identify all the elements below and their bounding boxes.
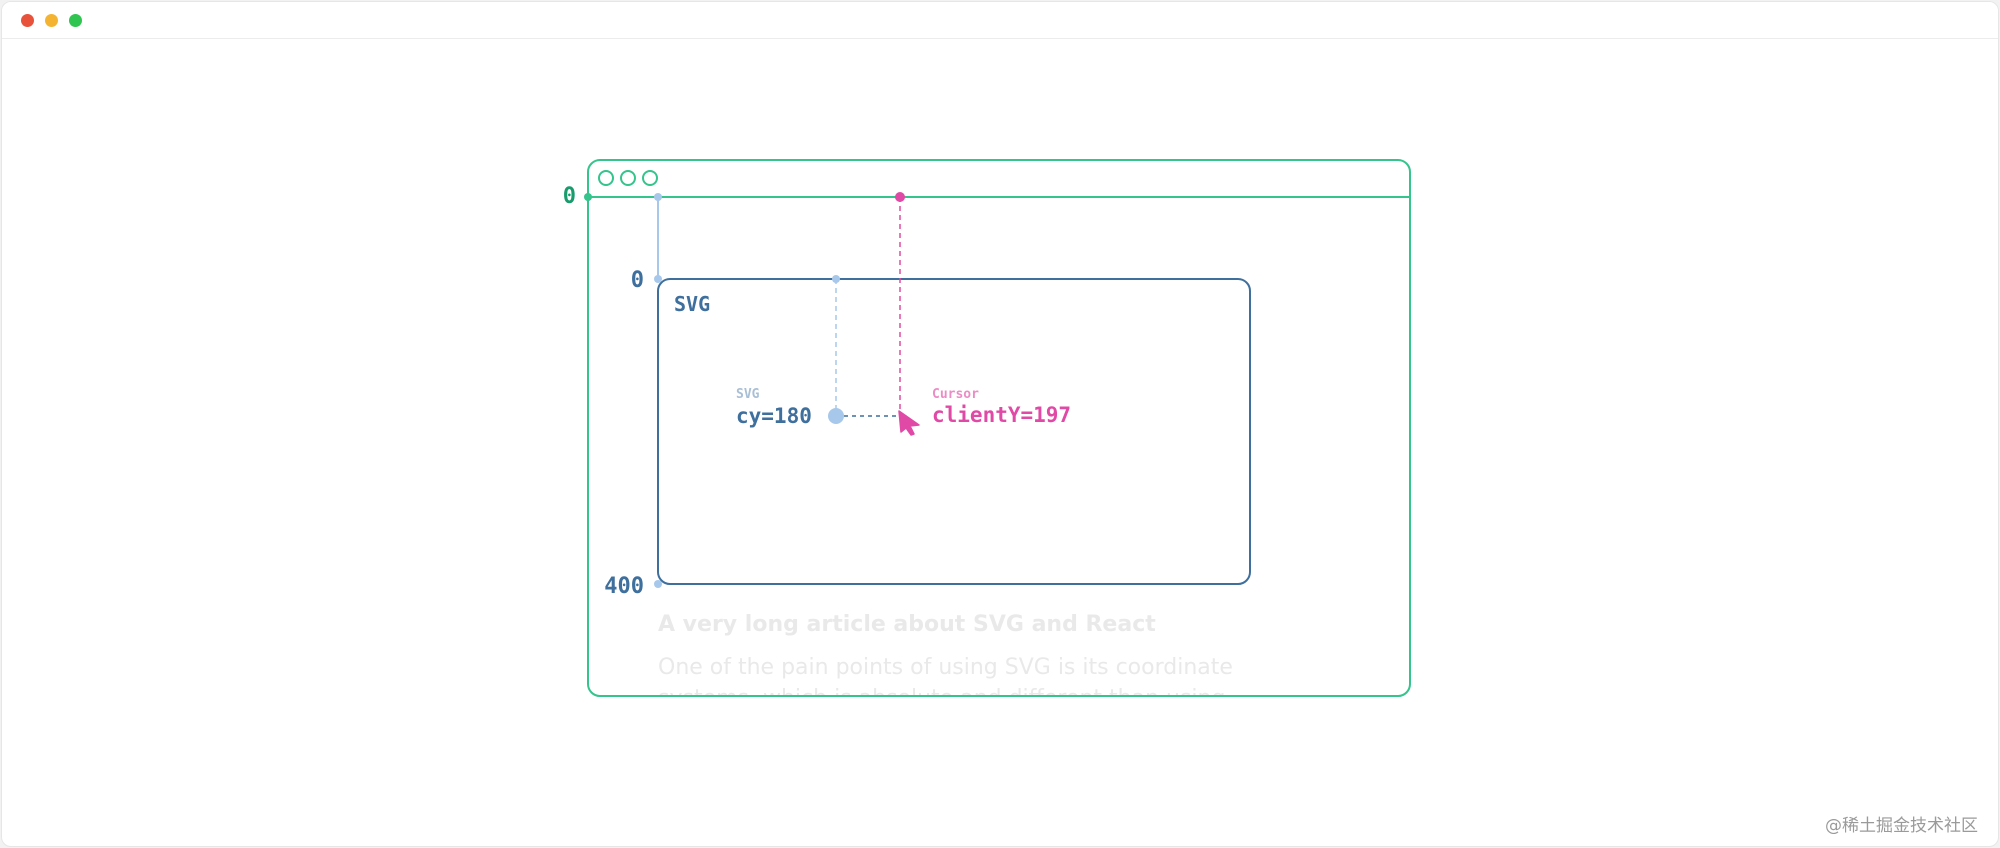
cursor-guide-top-dot bbox=[895, 192, 905, 202]
article-line-2: systems, which is absolute and different… bbox=[658, 686, 1225, 711]
article-title: A very long article about SVG and React bbox=[658, 612, 1156, 637]
browser-dot-2-icon bbox=[620, 170, 636, 186]
cursor-sublabel: Cursor bbox=[932, 387, 979, 402]
cursor-arrow-icon bbox=[898, 410, 920, 436]
watermark: @稀土掘金技术社区 bbox=[1825, 816, 1978, 836]
point-guide-top-dot bbox=[832, 275, 840, 283]
cursor-label: clientY=197 bbox=[932, 403, 1071, 427]
svg-top-dot bbox=[654, 275, 662, 283]
svg-bottom-label: 400 bbox=[604, 574, 644, 599]
close-window-button[interactable] bbox=[21, 14, 34, 27]
svg-top-label: 0 bbox=[631, 268, 644, 293]
article-line-1: One of the pain points of using SVG is i… bbox=[658, 655, 1233, 680]
browser-origin-label: 0 bbox=[563, 184, 576, 209]
svg-box bbox=[657, 278, 1251, 585]
zoom-window-button[interactable] bbox=[69, 14, 82, 27]
svg-offset-guide-top-dot bbox=[654, 193, 662, 201]
svg-point bbox=[828, 408, 844, 424]
point-sublabel: SVG bbox=[736, 387, 760, 402]
point-label: cy=180 bbox=[736, 404, 812, 428]
browser-origin-dot bbox=[584, 193, 592, 201]
svg-bottom-dot bbox=[654, 580, 662, 588]
browser-dot-3-icon bbox=[642, 170, 658, 186]
svg-box-label: SVG bbox=[674, 292, 710, 316]
minimize-window-button[interactable] bbox=[45, 14, 58, 27]
browser-dot-1-icon bbox=[598, 170, 614, 186]
window-titlebar bbox=[2, 2, 1998, 39]
browser-frame bbox=[587, 159, 1411, 697]
